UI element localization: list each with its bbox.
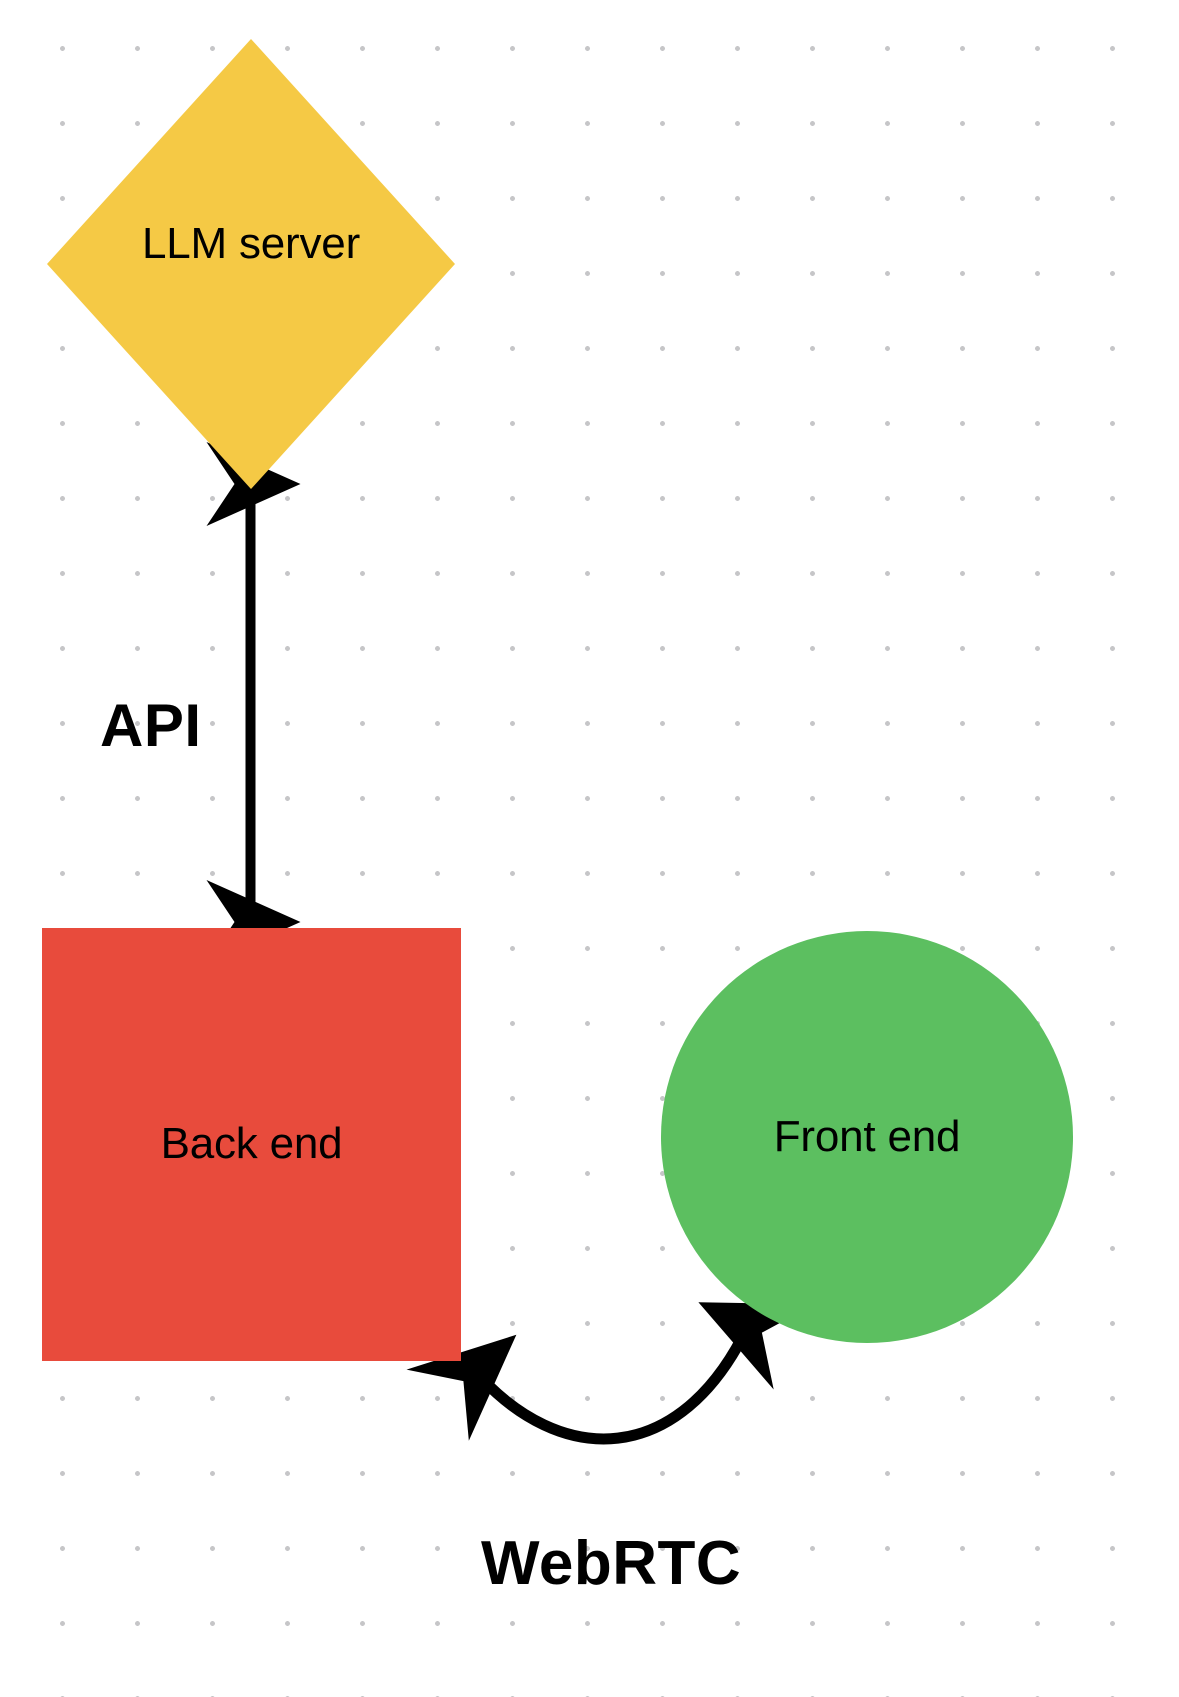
node-llm-server-label: LLM server — [141, 218, 361, 268]
node-llm-server[interactable]: LLM server — [47, 39, 455, 489]
node-back-end[interactable]: Back end — [42, 928, 461, 1361]
edge-label-api: API — [100, 692, 202, 759]
circle-shape — [661, 931, 1073, 1343]
node-front-end-label: Front end — [773, 1111, 961, 1161]
square-shape — [42, 928, 461, 1361]
node-front-end[interactable]: Front end — [661, 931, 1073, 1343]
edge-label-webrtc: WebRTC — [481, 1529, 742, 1598]
node-back-end-label: Back end — [160, 1119, 343, 1169]
